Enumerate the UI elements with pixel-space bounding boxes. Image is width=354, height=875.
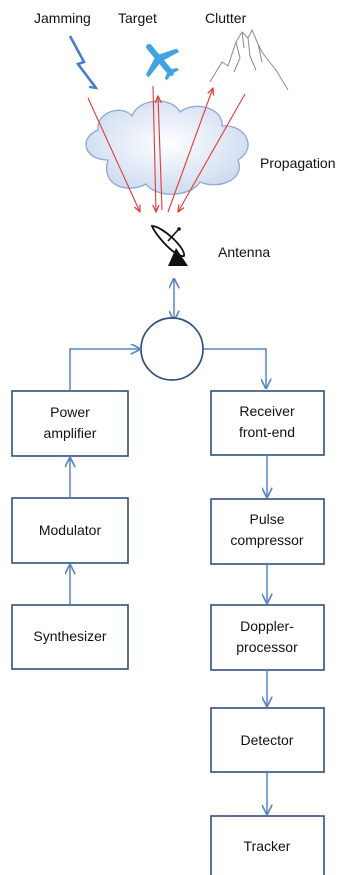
modulator-block: Modulator xyxy=(11,497,129,564)
clutter-label: Clutter xyxy=(205,10,247,26)
target-path-down xyxy=(153,85,156,212)
satellite-dish-icon xyxy=(150,225,188,266)
detector-block: Detector xyxy=(210,707,325,773)
doppler-processor-line2: processor xyxy=(236,639,298,655)
receiver-line2: front-end xyxy=(239,424,295,440)
transmit-to-circulator-link xyxy=(69,349,140,390)
tracker-block: Tracker xyxy=(210,815,325,875)
power-amplifier-line2: amplifier xyxy=(44,425,97,441)
target-path-up xyxy=(158,96,163,211)
modulator-label: Modulator xyxy=(39,522,102,538)
clutter-path-up xyxy=(167,88,213,213)
circulator-to-receiver-link xyxy=(204,348,266,388)
doppler-processor-block: Doppler- processor xyxy=(210,604,325,671)
synthesizer-label: Synthesizer xyxy=(33,628,106,644)
detector-label: Detector xyxy=(241,732,294,748)
lightning-bolt-icon xyxy=(68,35,99,90)
pulse-compressor-block: Pulse compressor xyxy=(210,498,325,565)
doppler-processor-line1: Doppler- xyxy=(240,618,294,634)
circulator-circle xyxy=(140,317,204,381)
target-label: Target xyxy=(118,10,157,26)
propagation-label: Propagation xyxy=(260,155,336,171)
synthesizer-block: Synthesizer xyxy=(11,604,129,670)
pulse-compressor-line1: Pulse xyxy=(249,511,284,527)
airplane-icon xyxy=(145,43,180,81)
mountain-icon xyxy=(209,28,289,91)
signal-paths xyxy=(87,85,246,213)
pulse-compressor-line2: compressor xyxy=(230,532,303,548)
jamming-path xyxy=(87,97,140,212)
clutter-path-down xyxy=(178,93,246,212)
receiver-front-end-block: Receiver front-end xyxy=(210,390,325,456)
tracker-label: Tracker xyxy=(244,838,291,854)
power-amplifier-line1: Power xyxy=(50,404,90,420)
cloud-icon xyxy=(85,100,249,195)
receiver-line1: Receiver xyxy=(239,403,295,419)
power-amplifier-block: Power amplifier xyxy=(11,390,129,457)
antenna-label: Antenna xyxy=(218,244,270,260)
jamming-label: Jamming xyxy=(34,10,91,26)
